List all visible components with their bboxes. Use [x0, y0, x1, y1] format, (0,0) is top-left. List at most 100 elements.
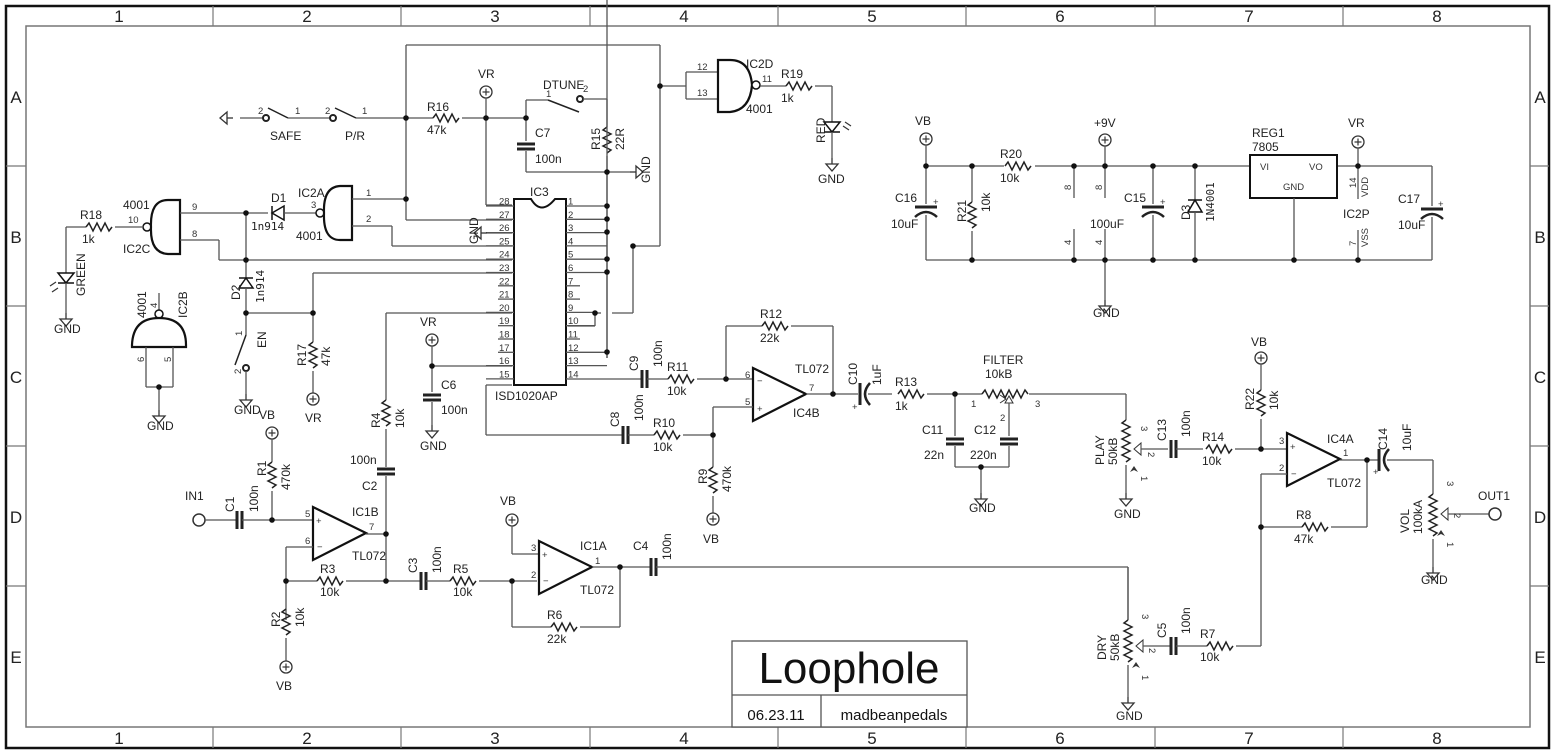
ic1b-part: TL072	[352, 549, 386, 563]
ic2c-pin: 10	[128, 215, 139, 226]
r15-ref: R15	[589, 128, 603, 150]
ic4a-ref: IC4A	[1327, 432, 1354, 446]
r21-ref: R21	[955, 200, 969, 222]
pot-vol-value: 100kA	[1411, 500, 1425, 534]
grid-col-label: 4	[679, 7, 688, 26]
ic4b-sign: +	[757, 404, 763, 415]
pot-dry-pin: 1	[1139, 675, 1150, 680]
r5-ref: R5	[453, 562, 469, 576]
ic2c-part: 4001	[123, 198, 150, 212]
r13-value: 1k	[895, 399, 909, 413]
d3-value: 1N4001	[1204, 182, 1217, 222]
r14-value: 10k	[1202, 454, 1222, 468]
wire-loop-top	[405, 44, 686, 246]
grid-row-label: C	[1534, 368, 1546, 387]
switch-en: 1 2 EN GND	[233, 313, 269, 417]
r7-ref: R7	[1200, 627, 1216, 641]
ic3-pin-number: 24	[499, 250, 510, 261]
c9-value: 100n	[651, 340, 665, 367]
ic1a-pin: 3	[531, 543, 536, 554]
c12: C12 220n GND	[969, 420, 1020, 515]
r10: R10 10k	[653, 416, 713, 454]
c15-ref: C15	[1124, 191, 1146, 205]
ic1a-ref: IC1A	[580, 539, 607, 553]
grid-col-label: 6	[1055, 729, 1064, 748]
ic2b-pin: 4	[149, 303, 160, 308]
ic2b-pin: 6	[136, 357, 147, 362]
ic-power-pin: 4	[1094, 240, 1105, 245]
ic3-pin-number: 21	[499, 290, 510, 301]
gnd-label: GND	[818, 172, 845, 186]
pot-dry-value: 50kB	[1108, 634, 1122, 661]
r16-value: 47k	[427, 123, 447, 137]
grid-row-label: D	[1534, 508, 1546, 527]
r1-ref: R1	[255, 460, 269, 476]
ic4a-sign: −	[1291, 469, 1297, 480]
c6-value: 100n	[441, 403, 468, 417]
ic4a: + − 3 2 1 IC4A TL072	[1260, 431, 1378, 646]
ic3-pin-number: 19	[499, 316, 510, 327]
r15-value: 22R	[613, 128, 627, 150]
r22: VB R22 10k	[1243, 335, 1281, 449]
r17-value: 47k	[319, 346, 333, 366]
in-label: IN1	[185, 489, 204, 503]
vb-label: VB	[1251, 335, 1267, 349]
output-jack: OUT1	[1478, 489, 1510, 521]
ic2a-ref: IC2A	[298, 186, 325, 200]
gnd-label: GND	[147, 419, 174, 433]
c6: VR C6 100n GND	[420, 315, 512, 453]
ic3-isd1020ap: IC3 ISD1020AP 28272625242322212019181716…	[467, 0, 660, 403]
d2-ref: D2	[229, 284, 243, 300]
c6-ref: C6	[441, 378, 457, 392]
d1-ref: D1	[271, 191, 287, 205]
ic2c: 10 9 8 4001 IC2C	[123, 198, 246, 260]
reg1-part: 7805	[1252, 140, 1279, 154]
r2-ref: R2	[269, 611, 283, 627]
ic1b-pin: 6	[305, 536, 310, 547]
d2: D2 1n914	[229, 260, 267, 313]
c1-value: 100n	[247, 485, 261, 512]
ic2a-part: 4001	[296, 229, 323, 243]
vb-label: VB	[500, 494, 516, 508]
c5-ref: C5	[1155, 622, 1169, 638]
ic4b-pin: 6	[745, 370, 750, 381]
pot-filter-pin: 2	[1000, 413, 1005, 424]
r6-ref: R6	[547, 608, 563, 622]
r4-ref: R4	[369, 412, 383, 428]
switch-safe-pin: 1	[295, 106, 300, 117]
r6-value: 22k	[547, 632, 567, 646]
c5-value: 100n	[1179, 607, 1193, 634]
pot-filter-value: 10kB	[985, 367, 1012, 381]
c3-value: 100n	[430, 546, 444, 573]
schematic-author: madbeanpedals	[841, 707, 948, 724]
ic3-pin-number: 23	[499, 263, 510, 274]
c3-ref: C3	[406, 557, 420, 573]
c17-value: 10uF	[1398, 218, 1425, 232]
pot-play-pin: 2	[1145, 452, 1156, 457]
drawing-frame: 1 2 3 4 5 6 7 8 1 2 3 4 5 6 7 8 A B C D …	[4, 4, 1551, 750]
ic1b-pin: 7	[369, 522, 374, 533]
c1: C1 100n	[223, 485, 314, 531]
ic4a-pin: 1	[1343, 448, 1348, 459]
ic1b-ref: IC1B	[352, 505, 379, 519]
vr-label: VR	[478, 67, 495, 81]
ic4b: − + 6 5 7 TL072 IC4B	[712, 362, 858, 467]
ic1a-part: TL072	[580, 583, 614, 597]
switch-pr: 2 1 P/R	[325, 106, 433, 143]
title-block: Loophole 06.23.11 madbeanpedals	[731, 640, 968, 728]
grid-col-label: 2	[302, 7, 311, 26]
switch-safe-pin: 2	[258, 106, 263, 117]
vr-label: VR	[305, 411, 322, 425]
grid-row-label: A	[10, 88, 22, 107]
ic1a: VB + − 3 2 1 IC1A TL072	[500, 494, 650, 627]
grid-col-label: 3	[490, 7, 499, 26]
pot-dry-pin: 2	[1146, 648, 1157, 653]
c7-ref: C7	[535, 126, 551, 140]
grid-col-label: 7	[1244, 729, 1253, 748]
r22-value: 10k	[1267, 390, 1281, 410]
grid-col-label: 8	[1432, 7, 1441, 26]
r11-ref: R11	[667, 360, 688, 374]
vr-supply-a3: VR	[478, 67, 526, 206]
r13-ref: R13	[895, 375, 917, 389]
pot-vol-pin: 2	[1451, 513, 1462, 518]
